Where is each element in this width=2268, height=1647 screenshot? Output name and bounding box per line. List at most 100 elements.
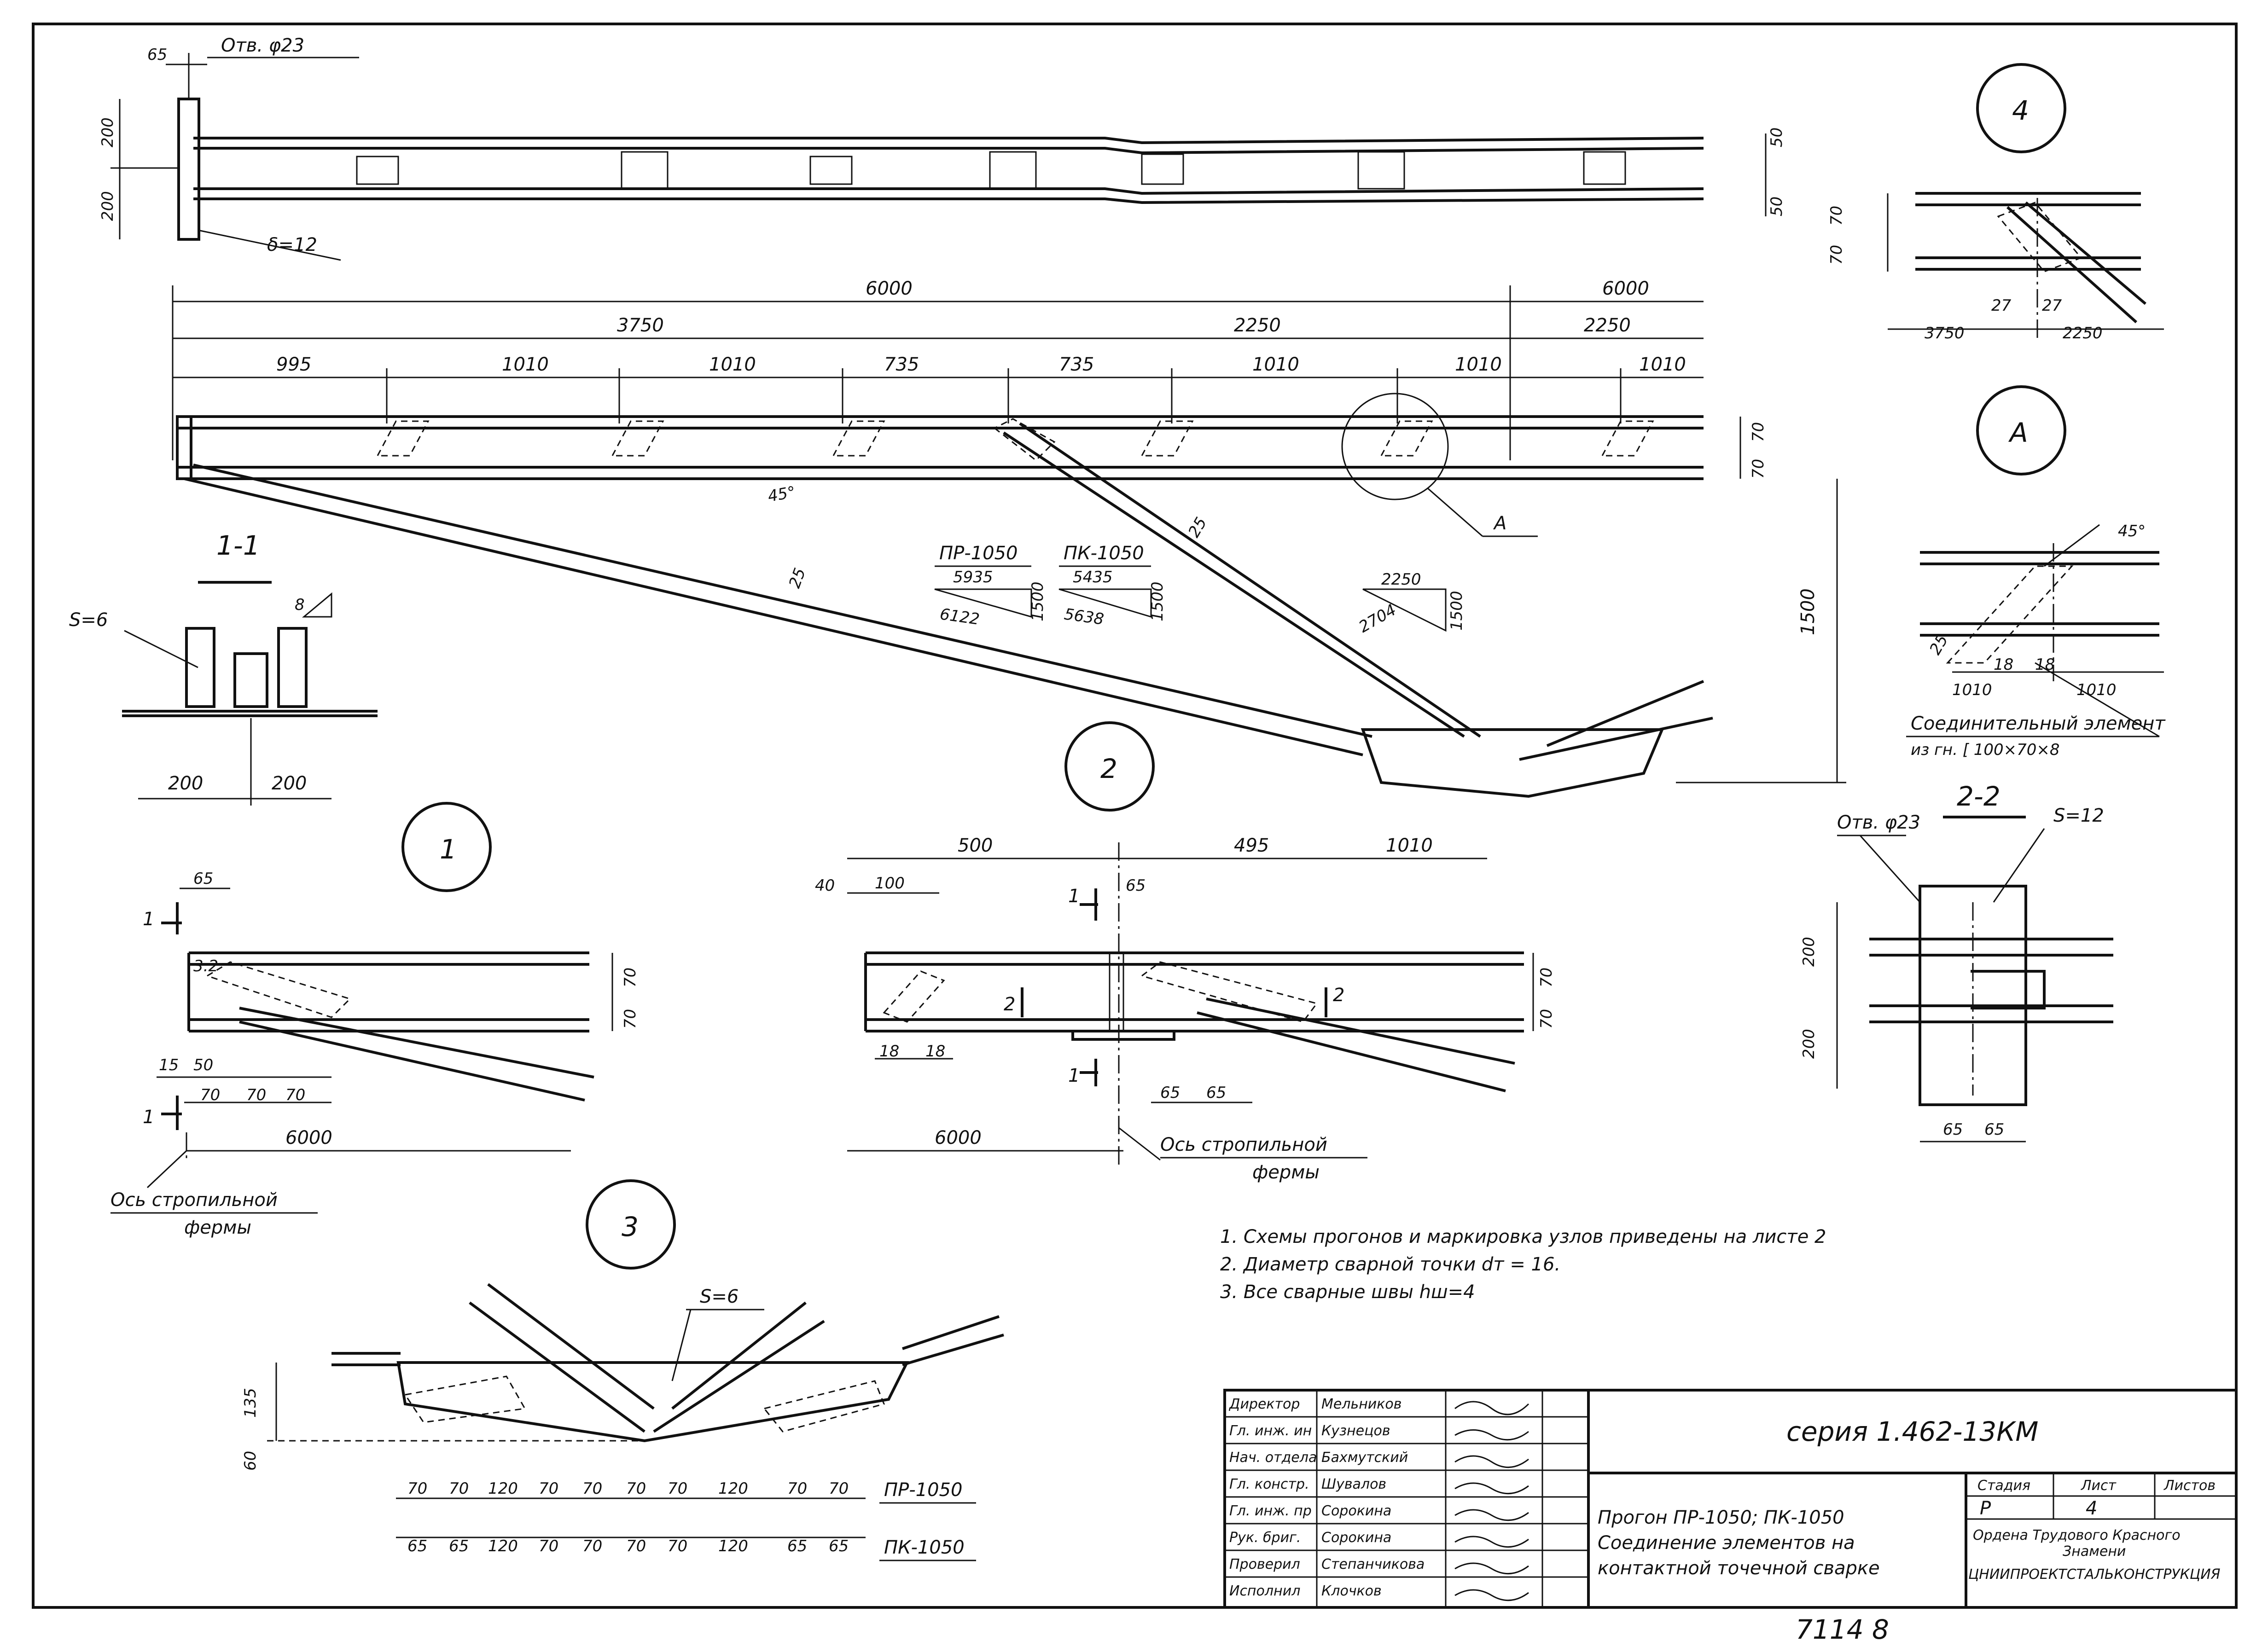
tb-name-6: Степанчикова <box>1321 1556 1425 1572</box>
node-2-sec-left: 2 <box>1004 994 1015 1015</box>
node-3-pk-4: 70 <box>582 1537 602 1555</box>
tb-role-0: Директор <box>1228 1396 1300 1412</box>
node-1-cut-bottom: 1 <box>143 1107 154 1128</box>
node-3-plate-label: S=6 <box>700 1286 739 1307</box>
section-22-hole: Отв. φ23 <box>1837 812 1920 833</box>
node-4-number: 4 <box>2012 95 2029 126</box>
elev-panel-8: 1010 <box>1639 354 1686 375</box>
tb-role-5: Рук. бриг. <box>1229 1530 1301 1546</box>
node-3-pk-2: 120 <box>488 1537 518 1555</box>
node-A-note1: Соединительный элемент <box>1911 713 2166 734</box>
elev-chord-70a: 70 <box>1749 422 1768 442</box>
elev-height-1500: 1500 <box>1797 588 1819 635</box>
node-A-letter: А <box>2008 417 2028 448</box>
node-3-pk-9: 65 <box>829 1537 849 1555</box>
tri-hyp: 2704 <box>1356 601 1400 637</box>
section-22-v200b: 200 <box>1800 1029 1818 1059</box>
note-1: 1. Схемы прогонов и маркировка узлов при… <box>1220 1226 1826 1247</box>
tb-stage-value: Р <box>1980 1498 1991 1519</box>
elev-panel-3: 1010 <box>709 354 756 375</box>
node-1-axis-dim: 6000 <box>285 1127 332 1148</box>
note-2: 2. Диаметр сварной точки dт = 16. <box>1220 1254 1560 1275</box>
node-2-d65b: 65 <box>1206 1084 1226 1102</box>
node-2-sec-right: 2 <box>1333 985 1344 1006</box>
node-4-h2250: 2250 <box>2063 324 2103 342</box>
node-1-d70a: 70 <box>200 1086 220 1104</box>
elev-long-diagonal <box>184 464 1372 756</box>
node-2-d100: 100 <box>875 874 905 893</box>
tb-stamp: 7114 8 <box>1796 1614 1889 1645</box>
node-4-h27b: 27 <box>2042 296 2062 315</box>
tb-org-2: Знамени <box>2063 1543 2126 1560</box>
tb-org-3: ЦНИИПРОЕКТСТАЛЬКОНСТРУКЦИЯ <box>1968 1566 2221 1583</box>
node-1-axis-note2: фермы <box>184 1217 251 1238</box>
node-3-pr-label: ПР-1050 <box>884 1479 962 1501</box>
pk-title: ПК-1050 <box>1064 543 1144 564</box>
node-3-pr-8: 70 <box>787 1479 807 1498</box>
node-4-circle <box>1976 63 2066 153</box>
node-A-d18a: 18 <box>1994 655 2013 674</box>
node-1-weld: 3.2 <box>193 957 218 975</box>
node-2: 2 500 495 1010 40 100 65 2 2 1 1 70 70 1… <box>815 721 1556 1183</box>
plan-dim-50b: 50 <box>1768 197 1786 216</box>
section-22-plate: S=12 <box>2053 805 2104 826</box>
node-A: А 45° 1010 18 18 1010 25 Соединительный … <box>1906 385 2166 759</box>
elev-weld-25a: 25 <box>785 566 809 591</box>
tb-title-1: Прогон ПР-1050; ПК-1050 <box>1598 1507 1844 1528</box>
pk-bottom: 5638 <box>1063 605 1105 629</box>
section-22-h65a: 65 <box>1943 1120 1963 1139</box>
elev-right-diagonal <box>1519 680 1713 761</box>
tb-role-4: Гл. инж. пр <box>1229 1503 1312 1519</box>
node-3-pr-6: 70 <box>668 1479 687 1498</box>
node-1-axis-note: Ось стропильной <box>110 1189 278 1211</box>
node-2-axis-dim: 6000 <box>935 1127 982 1148</box>
node-3-pk-label: ПК-1050 <box>884 1537 965 1558</box>
tb-sheet-value: 4 <box>2086 1498 2097 1519</box>
elev-short-diagonal <box>1003 422 1481 738</box>
elev-dim-2250a: 2250 <box>1234 315 1281 336</box>
plan-hole-label: Отв. φ23 <box>221 35 304 56</box>
node-3-pr-4: 70 <box>582 1479 602 1498</box>
node-3-circle <box>586 1179 676 1270</box>
node-2-axis-note: Ось стропильной <box>1160 1134 1327 1155</box>
tri-side: 1500 <box>1448 591 1466 631</box>
plan-plate-label: δ=12 <box>267 234 317 255</box>
elev-dim-6000a: 6000 <box>866 278 913 299</box>
tb-sheet-header: Лист <box>2081 1478 2117 1494</box>
tb-role-1: Гл. инж. ин <box>1229 1423 1312 1439</box>
node-3-pk-8: 65 <box>787 1537 807 1555</box>
section-11-thickness: S=6 <box>69 609 108 631</box>
plan-dim-200b: 200 <box>99 191 117 221</box>
elev-top-chord <box>177 415 1704 480</box>
section-11-dim-b: 200 <box>272 773 307 794</box>
pr-title: ПР-1050 <box>939 543 1018 564</box>
elev-weld-points <box>376 418 1654 461</box>
tb-series: серия 1.462-13КМ <box>1786 1416 2038 1447</box>
node-3-gusset <box>396 1361 909 1443</box>
tb-stage-header: Стадия <box>1977 1478 2030 1494</box>
note-3: 3. Все сварные швы hш=4 <box>1220 1282 1475 1303</box>
elevation-view: 6000 6000 3750 2250 2250 995 1010 1010 7… <box>172 278 1846 798</box>
section-22-title: 2-2 <box>1957 781 2000 812</box>
elev-panel-4: 735 <box>884 354 919 375</box>
node-2-d18b: 18 <box>925 1042 945 1061</box>
tb-title-2: Соединение элементов на <box>1598 1532 1855 1554</box>
plan-dim-50a: 50 <box>1768 128 1786 147</box>
section-22-h65b: 65 <box>1984 1120 2004 1139</box>
node-2-v70b: 70 <box>1537 1009 1556 1029</box>
node-2-d495: 495 <box>1234 835 1269 856</box>
node-2-d40: 40 <box>815 876 835 895</box>
node-3-pk-7: 120 <box>718 1537 748 1555</box>
elev-dim-3750: 3750 <box>617 315 664 336</box>
tb-org-1: Ордена Трудового Красного <box>1973 1527 2181 1543</box>
node-2-cut-bottom: 1 <box>1068 1065 1080 1086</box>
elev-panel-7: 1010 <box>1455 354 1502 375</box>
tri-top: 2250 <box>1381 570 1421 589</box>
node-1-d65: 65 <box>193 870 213 888</box>
general-notes: 1. Схемы прогонов и маркировка узлов при… <box>1220 1226 1826 1303</box>
node-1: 1 3.2 1 1 65 70 70 15 50 70 70 70 6000 О… <box>110 802 640 1238</box>
node-3-pr-2: 120 <box>488 1479 518 1498</box>
node-1-circle <box>401 802 492 892</box>
elev-panel-6: 1010 <box>1252 354 1299 375</box>
plan-connectors <box>356 151 1626 190</box>
